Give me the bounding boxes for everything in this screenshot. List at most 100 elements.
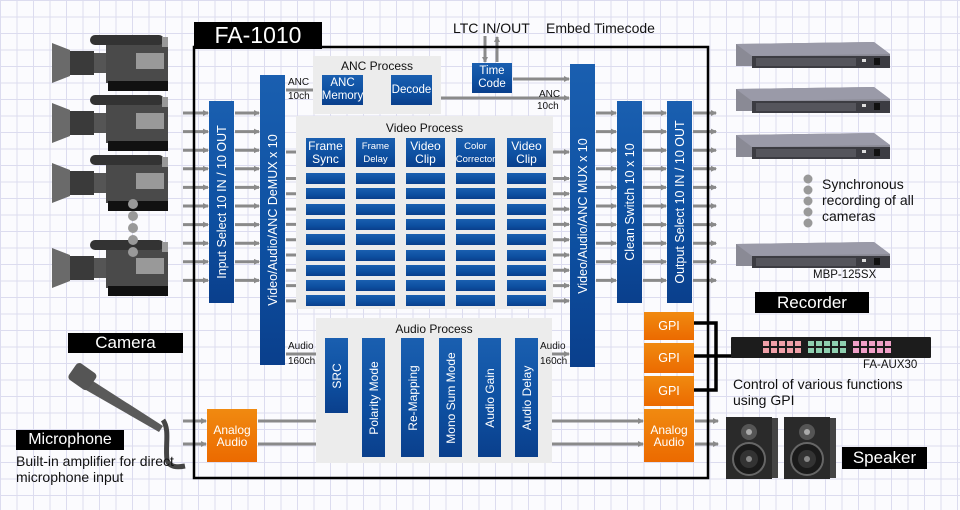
audio-module-label: Mono Sum Mode (443, 351, 458, 444)
ltc-label: LTC IN/OUT (453, 20, 530, 36)
video-channel-block (356, 173, 395, 184)
mux-block: Video/Audio/ANC MUX x 10 (570, 64, 595, 367)
aux-button (853, 341, 859, 346)
video-channel-block (456, 173, 495, 184)
video-channel-block (507, 249, 546, 261)
video-channel-block (406, 264, 445, 276)
recorder-device-icon (734, 40, 890, 70)
anc-memory-block: ANC Memory (322, 75, 363, 105)
aux-button (787, 348, 793, 353)
audio-module-label: Audio Delay (519, 365, 534, 430)
speaker-label: Speaker (842, 447, 927, 469)
video-channel-block (507, 234, 546, 246)
video-channel-block (456, 264, 495, 276)
aux-button (763, 348, 769, 353)
microphone-icon (68, 360, 195, 470)
video-channel-block (356, 234, 395, 246)
microphone-label: Microphone (16, 430, 124, 450)
video-channel-block (456, 218, 495, 230)
anc-process-title: ANC Process (340, 59, 414, 73)
recorder-device-icon (734, 85, 890, 115)
aux-button (808, 341, 814, 346)
audio-module-label: Polarity Mode (366, 360, 381, 435)
video-channel-block (507, 218, 546, 230)
video-channel-block (306, 264, 345, 276)
audio-module-5: Audio Gain (478, 338, 501, 457)
video-channel-block (356, 280, 395, 292)
audio-in-label: Audio (288, 341, 314, 352)
video-channel-block (356, 264, 395, 276)
aux-button (787, 341, 793, 346)
audio-module-6: Audio Delay (515, 338, 538, 457)
aux-button (861, 341, 867, 346)
audio-module-label: Audio Gain (482, 367, 497, 428)
output-select-block: Output Select 10 IN / 10 OUT (667, 101, 692, 303)
speaker-icon (784, 417, 836, 479)
aux-button (824, 341, 830, 346)
audio-process-title: Audio Process (395, 322, 473, 336)
aux-button (832, 341, 838, 346)
gpi-block-3: GPI (644, 376, 694, 406)
video-channel-block (456, 203, 495, 215)
time-code-block: Time Code (472, 63, 512, 93)
recorder-device-icon (734, 240, 890, 270)
video-channel-block (507, 188, 546, 200)
aux-button (795, 348, 801, 353)
video-process-title: Video Process (385, 121, 464, 135)
audio-module-4: Mono Sum Mode (439, 338, 462, 457)
recorder-note: Synchronous recording of all cameras (822, 176, 914, 224)
anc-out-label: ANC (539, 89, 561, 100)
aux-button (885, 341, 891, 346)
video-channel-block (306, 203, 345, 215)
clean-switch-block: Clean Switch 10 x 10 (617, 101, 642, 303)
video-channel-block (356, 188, 395, 200)
audio-out-ch: 160ch (540, 356, 568, 367)
aux-button (816, 341, 822, 346)
video-channel-block (507, 173, 546, 184)
aux-button (885, 348, 891, 353)
video-channel-block (406, 173, 445, 184)
aux-note: Control of various functions using GPI (733, 376, 903, 408)
gpi-block-1: GPI (644, 312, 694, 340)
analog-audio-out-block: Analog Audio (644, 409, 694, 462)
camera-icon (50, 33, 175, 93)
video-channel-block (356, 295, 395, 307)
speaker-icon (726, 417, 778, 479)
audio-module-label: SRC (329, 362, 344, 389)
gpi-wiring (693, 321, 735, 392)
audio-module-3: Re-Mapping (401, 338, 424, 457)
video-channel-block (306, 234, 345, 246)
aux-button (877, 341, 883, 346)
video-channel-block (306, 173, 345, 184)
gpi-block-2: GPI (644, 343, 694, 373)
video-channel-block (406, 295, 445, 307)
aux-model: FA-AUX30 (863, 359, 918, 371)
aux-button (771, 341, 777, 346)
camera-icon (50, 93, 175, 153)
video-channel-block (356, 203, 395, 215)
video-channel-block (306, 218, 345, 230)
video-channel-block (507, 295, 546, 307)
video-channel-block (406, 234, 445, 246)
audio-module-1: SRC (325, 338, 348, 413)
aux-button (808, 348, 814, 353)
aux-button (832, 348, 838, 353)
anc-in-label: ANC (288, 77, 310, 88)
audio-module-2: Polarity Mode (362, 338, 385, 457)
aux-button (840, 348, 846, 353)
aux-button (840, 341, 846, 346)
aux-button (795, 341, 801, 346)
aux-button (779, 341, 785, 346)
video-channel-block (306, 295, 345, 307)
aux-button (779, 348, 785, 353)
aux-button (877, 348, 883, 353)
aux-button (869, 341, 875, 346)
camera-icon (50, 153, 175, 213)
video-module-1: Frame Sync (306, 138, 345, 167)
aux-button (861, 348, 867, 353)
anc-in-ch: 10ch (288, 91, 310, 102)
audio-in-ch: 160ch (288, 356, 316, 367)
input-select-label: Input Select 10 IN / 10 OUT (214, 125, 229, 279)
video-channel-block (406, 218, 445, 230)
video-channel-block (406, 249, 445, 261)
